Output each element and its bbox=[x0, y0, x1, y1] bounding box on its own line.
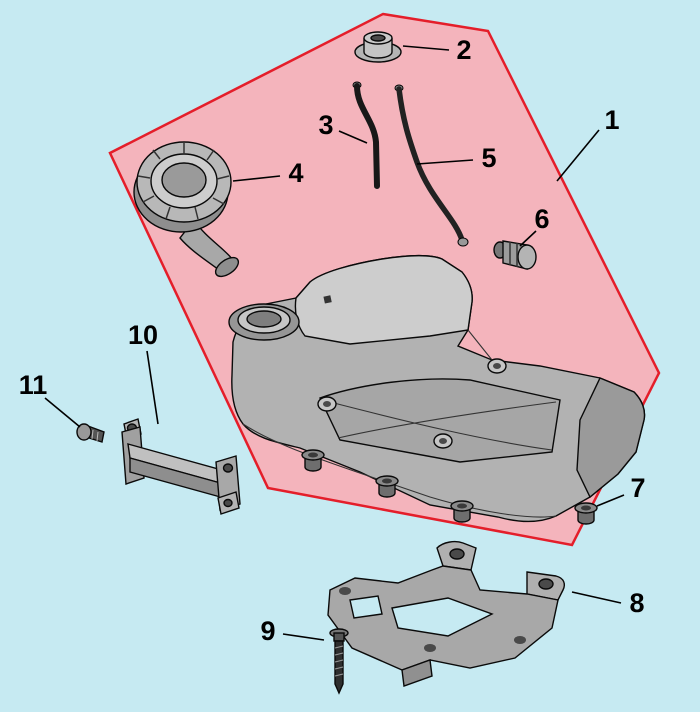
callout-5[interactable]: 5 bbox=[481, 143, 496, 173]
leader-line-side-bracket bbox=[146, 350, 159, 425]
bushing-part-1 bbox=[301, 449, 325, 472]
leader-line-fuel-line-long bbox=[416, 159, 474, 165]
tank-vent bbox=[323, 295, 332, 304]
callout-9[interactable]: 9 bbox=[260, 616, 275, 646]
leader-line-side-bolt bbox=[44, 397, 81, 428]
bracket-cutout bbox=[391, 597, 494, 637]
leader-line-mounting-bracket bbox=[571, 591, 622, 604]
leader-line-bolt bbox=[282, 633, 325, 641]
leader-line-bushing bbox=[596, 494, 625, 507]
callout-layer: 1 2 34 5 6 7 8 9 10 11 bbox=[19, 35, 646, 646]
tank-right-end bbox=[576, 377, 646, 499]
tank-bosses bbox=[317, 358, 507, 449]
bushing-part-4 bbox=[574, 502, 598, 525]
callout-11[interactable]: 11 bbox=[19, 370, 48, 400]
grommet-hole bbox=[370, 34, 386, 42]
cap-knurling bbox=[137, 142, 230, 220]
callout-3[interactable]: 3 bbox=[318, 110, 333, 140]
leader-line-fuel-line-short bbox=[338, 130, 368, 144]
callout-8[interactable]: 8 bbox=[629, 588, 644, 618]
mounting-bracket-part bbox=[327, 540, 565, 687]
fuel-cap-part bbox=[133, 141, 240, 278]
leader-line-grommet bbox=[402, 45, 450, 51]
leader-line-tank-assembly-region bbox=[556, 129, 600, 182]
tank-top-face bbox=[294, 254, 473, 345]
bushing-part-3 bbox=[450, 500, 474, 523]
filler-opening bbox=[246, 310, 282, 328]
fuel-line-short-part bbox=[352, 81, 380, 189]
callout-7[interactable]: 7 bbox=[630, 473, 645, 503]
callout-10[interactable]: 10 bbox=[128, 320, 158, 350]
leader-line-fuel-filter bbox=[519, 230, 537, 247]
fuel-filter-part bbox=[493, 240, 537, 270]
side-bracket-part bbox=[121, 418, 241, 515]
fuel-tank-part bbox=[228, 254, 646, 523]
fuel-line-long-part bbox=[394, 84, 469, 247]
grommet-part bbox=[354, 31, 402, 63]
leader-line-fuel-cap bbox=[232, 175, 281, 182]
callout-6[interactable]: 6 bbox=[534, 204, 549, 234]
bolt-part bbox=[329, 628, 349, 695]
callout-4[interactable]: 4 bbox=[288, 158, 303, 188]
callout-2[interactable]: 2 bbox=[456, 35, 471, 65]
callout-1[interactable]: 1 bbox=[604, 105, 619, 135]
bushing-part-2 bbox=[375, 475, 399, 498]
bracket-cutout-2 bbox=[349, 595, 383, 619]
side-bolt-part bbox=[76, 423, 105, 443]
